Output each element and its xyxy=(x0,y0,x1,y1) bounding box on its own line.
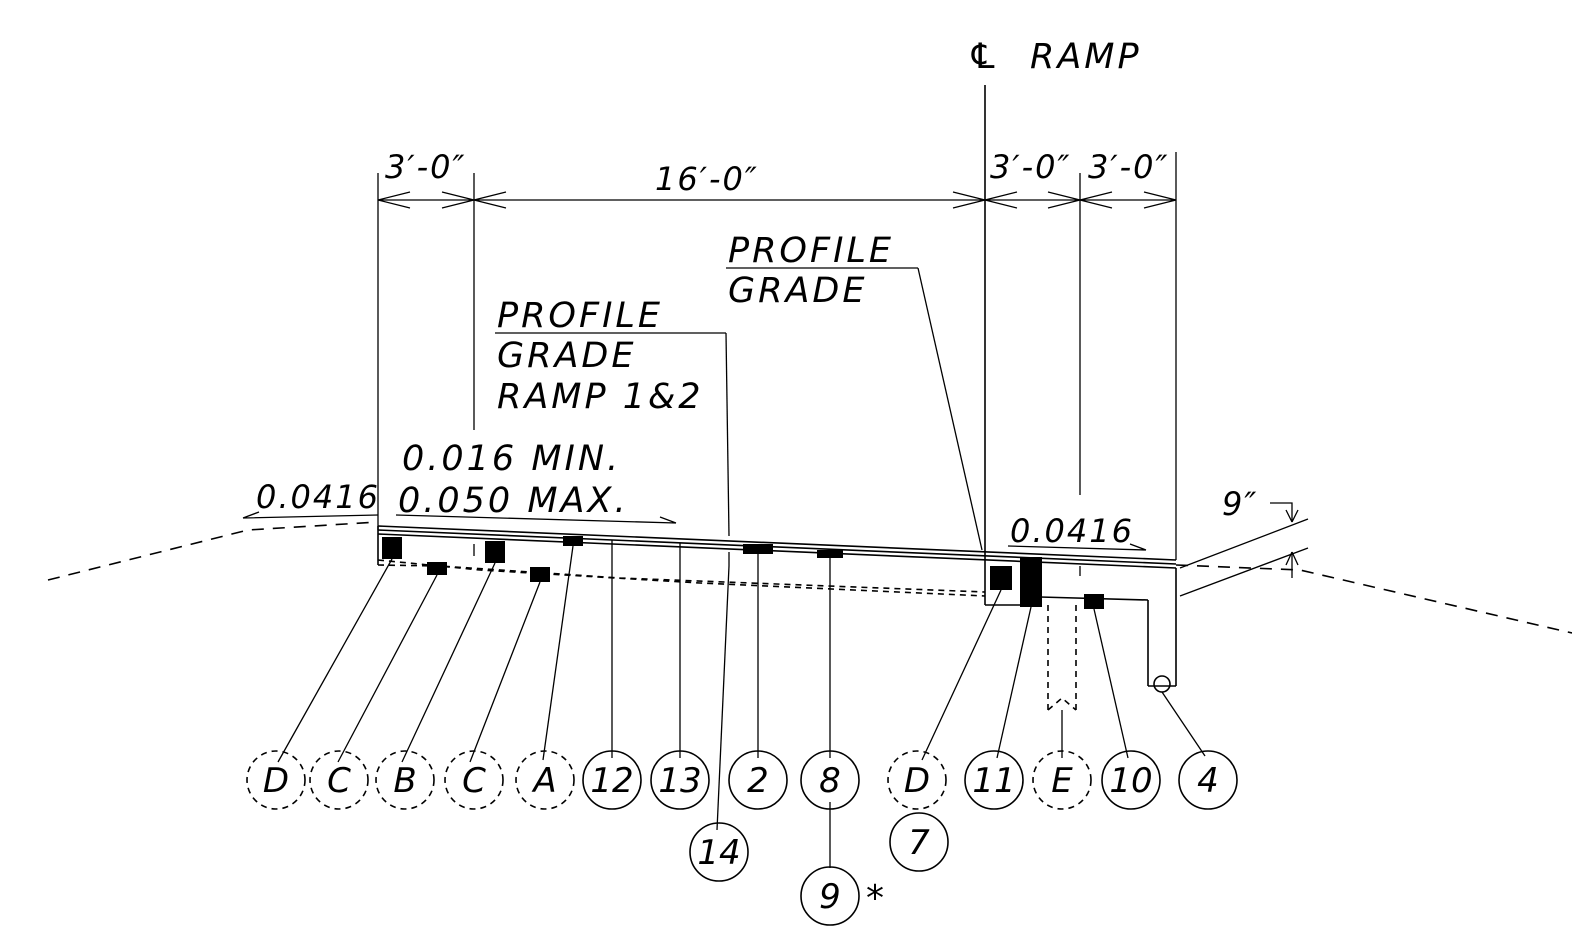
slope-max: 0.050 MAX. xyxy=(398,481,629,521)
callout-9: 9 xyxy=(800,866,860,926)
callout-B: B xyxy=(375,750,435,810)
centerline-marker: ℄ RAMP xyxy=(971,37,1142,565)
black-blocks xyxy=(382,536,1104,609)
slope-min: 0.016 MIN. xyxy=(402,439,621,479)
svg-text:12: 12 xyxy=(590,761,633,801)
svg-text:8: 8 xyxy=(819,761,841,801)
slope-arrow-left xyxy=(242,511,379,519)
callout-7: 7 xyxy=(889,812,949,872)
callout-8: 8 xyxy=(800,750,860,810)
callout-10: 10 xyxy=(1101,750,1161,810)
svg-text:9: 9 xyxy=(819,877,841,917)
dim-left-3ft: 3′-0″ xyxy=(385,148,466,186)
slope-left-shoulder: 0.0416 xyxy=(256,478,380,516)
dim-right-3ft-b: 3′-0″ xyxy=(1088,148,1169,186)
callout-A: A xyxy=(515,750,575,810)
pavement-section xyxy=(377,525,1177,711)
svg-text:11: 11 xyxy=(972,761,1015,801)
callout-11: 11 xyxy=(964,750,1024,810)
callout-D-left: D xyxy=(246,750,306,810)
svg-text:14: 14 xyxy=(697,833,740,873)
svg-text:13: 13 xyxy=(658,761,701,801)
svg-text:2: 2 xyxy=(747,761,769,801)
callout-4: 4 xyxy=(1178,750,1238,810)
callout-2: 2 xyxy=(728,750,788,810)
ground-line-left xyxy=(47,521,379,581)
pg-right-line-2: GRADE xyxy=(728,271,867,311)
svg-text:B: B xyxy=(393,761,416,801)
svg-text:D: D xyxy=(904,761,930,801)
svg-text:10: 10 xyxy=(1109,761,1152,801)
slope-arrow-right xyxy=(1007,543,1147,551)
svg-text:7: 7 xyxy=(908,823,930,863)
slope-arrow-main xyxy=(395,514,677,524)
pg-right-line-1: PROFILE xyxy=(728,231,894,271)
callouts: D C B C A 12 13 2 xyxy=(246,750,1238,926)
profile-grade-left-note: PROFILE GRADE RAMP 1&2 xyxy=(495,296,730,537)
svg-text:E: E xyxy=(1051,761,1073,801)
extension-lines xyxy=(377,152,1177,560)
centerline-label: RAMP xyxy=(1030,37,1142,77)
slope-right-shoulder: 0.0416 xyxy=(1010,512,1134,550)
dim-middle-16ft: 16′-0″ xyxy=(655,160,759,198)
callout-14: 14 xyxy=(689,822,749,882)
callout-C-2: C xyxy=(444,750,504,810)
pg-left-line-1: PROFILE xyxy=(497,296,663,336)
svg-text:C: C xyxy=(462,761,486,801)
profile-grade-right-note: PROFILE GRADE xyxy=(726,231,983,551)
callout-13: 13 xyxy=(650,750,710,810)
svg-text:A: A xyxy=(531,761,556,801)
callout-E: E xyxy=(1032,750,1092,810)
leader-lines xyxy=(277,540,1206,868)
dim-right-3ft-a: 3′-0″ xyxy=(990,148,1071,186)
callout-12: 12 xyxy=(582,750,642,810)
dim-thickness: 9″ xyxy=(1222,485,1258,523)
top-dimension-line xyxy=(377,191,1177,209)
svg-text:4: 4 xyxy=(1197,761,1219,801)
callout-C-1: C xyxy=(309,750,369,810)
centerline-symbol: ℄ xyxy=(971,37,997,77)
pg-left-line-3: RAMP 1&2 xyxy=(497,377,704,417)
thickness-dimension: 9″ xyxy=(1179,485,1309,597)
svg-text:D: D xyxy=(263,761,289,801)
callout-D-right: D xyxy=(887,750,947,810)
pg-left-line-2: GRADE xyxy=(497,336,636,376)
footnote-asterisk: * xyxy=(866,878,884,919)
svg-text:C: C xyxy=(327,761,351,801)
